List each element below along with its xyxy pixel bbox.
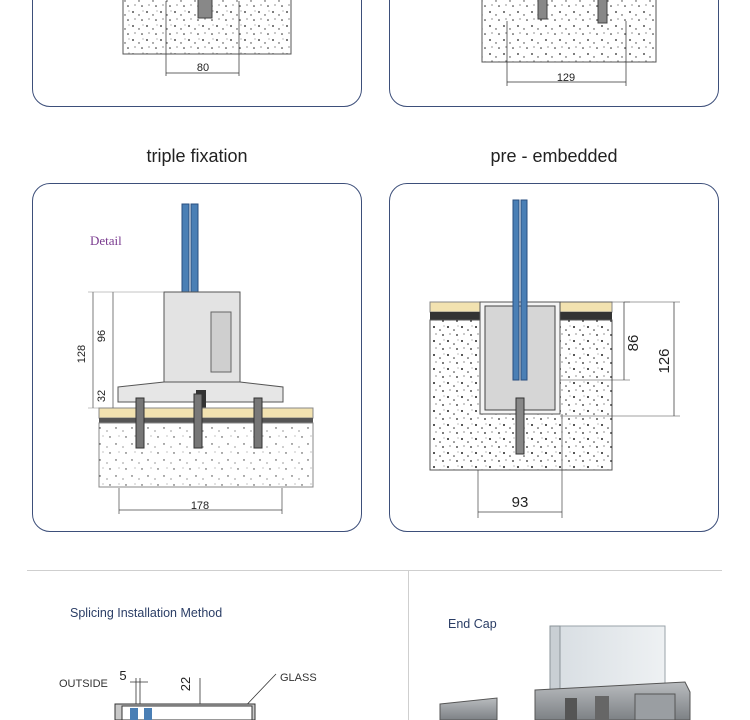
triple-fixation-panel: Detail 128 96 32 178 bbox=[32, 183, 362, 532]
dim-126: 126 bbox=[656, 348, 673, 373]
dim-128: 128 bbox=[76, 345, 88, 363]
top-left-panel: 80 bbox=[32, 0, 362, 107]
splicing-title: Splicing Installation Method bbox=[70, 606, 223, 620]
end-cap-title: End Cap bbox=[448, 617, 497, 631]
dim-5: 5 bbox=[119, 668, 126, 683]
bottom-divider-vertical bbox=[408, 570, 409, 720]
triple-fixation-drawing: Detail 128 96 32 178 bbox=[76, 203, 314, 514]
dim-96: 96 bbox=[96, 330, 108, 342]
caption-triple-fixation: triple fixation bbox=[146, 146, 248, 166]
dim-86: 86 bbox=[625, 335, 642, 352]
detail-label: Detail bbox=[90, 233, 122, 248]
dim-129: 129 bbox=[557, 72, 575, 84]
bottom-divider-horizontal bbox=[27, 570, 722, 571]
pre-embedded-panel: 86 126 93 bbox=[389, 183, 719, 532]
dim-80: 80 bbox=[197, 62, 209, 74]
caption-pre-embedded: pre - embedded bbox=[490, 146, 618, 166]
dim-178: 178 bbox=[191, 500, 209, 512]
dim-22: 22 bbox=[178, 677, 193, 691]
pre-embedded-drawing: 86 126 93 bbox=[429, 199, 680, 518]
top-right-drawing: 129 bbox=[481, 0, 657, 86]
outside-label: OUTSIDE bbox=[59, 678, 108, 690]
dim-32: 32 bbox=[96, 390, 108, 402]
end-cap-drawing bbox=[439, 625, 691, 720]
top-right-panel: 129 bbox=[389, 0, 719, 107]
top-left-drawing: 80 bbox=[122, 0, 292, 76]
glass-label: GLASS bbox=[280, 672, 317, 684]
dim-93: 93 bbox=[512, 494, 529, 511]
splicing-drawing: 5 22 bbox=[114, 668, 277, 720]
